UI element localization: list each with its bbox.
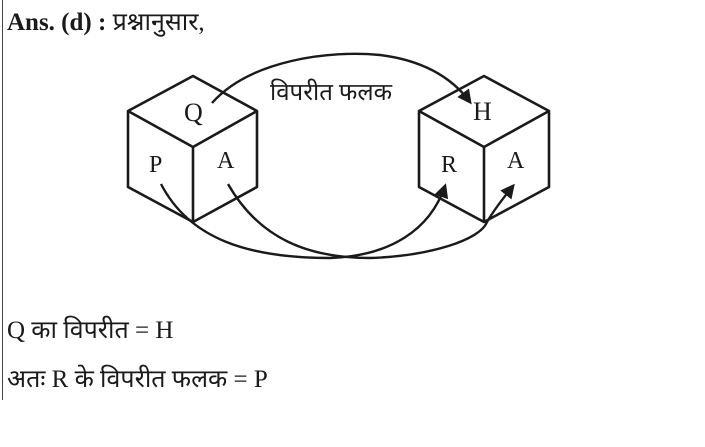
- right-cube-left-face-label: R: [441, 152, 457, 178]
- answer-heading: Ans. (d) : प्रश्नानुसार,: [7, 7, 205, 39]
- opposite-face-label: विपरीत फलक: [270, 78, 393, 106]
- left-border-rule: [2, 0, 3, 400]
- left-cube-right-face-label: A: [217, 148, 235, 174]
- answer-intro-text: प्रश्नानुसार,: [106, 9, 205, 36]
- conclusion-line-2: अतः R के विपरीत फलक = P: [7, 366, 268, 393]
- right-cube: [417, 74, 551, 224]
- left-cube-left-face-label: P: [149, 152, 162, 178]
- cube-diagram: Q P A H R A विपरीत फलक: [126, 52, 551, 260]
- right-cube-top-face-label: H: [473, 97, 492, 126]
- conclusion-line-1: Q का विपरीत = H: [7, 317, 174, 344]
- arrow-p-to-r: [159, 183, 449, 260]
- answer-label: Ans. (d) :: [7, 9, 107, 36]
- arrow-a-to-a: [226, 183, 515, 260]
- arrow-q-to-h: [211, 52, 472, 105]
- left-cube-top-face-label: Q: [184, 98, 203, 127]
- right-cube-right-face-label: A: [507, 148, 525, 174]
